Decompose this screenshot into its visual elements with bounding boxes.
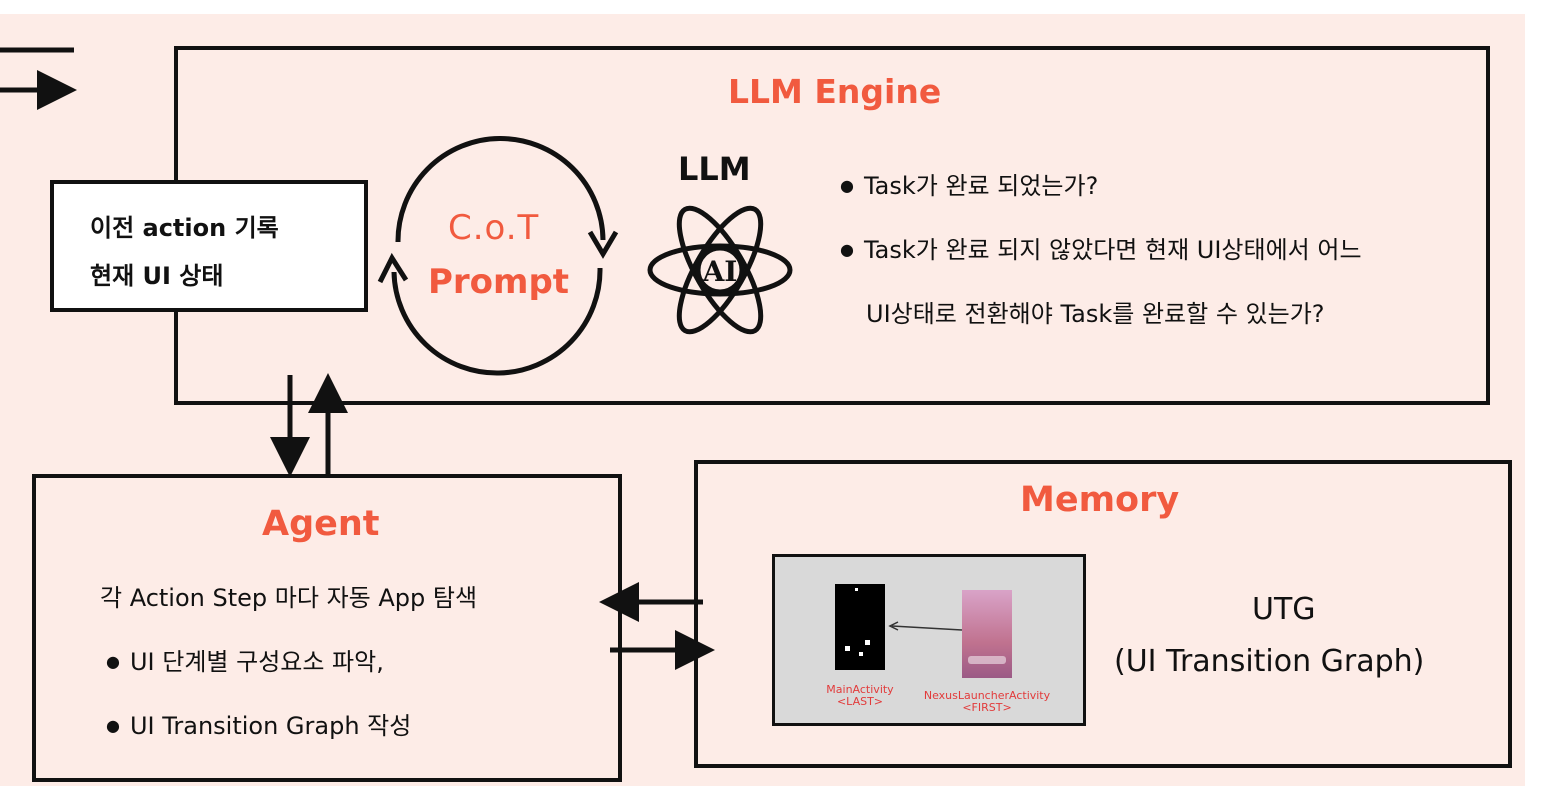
launcher-activity-screen <box>962 590 1012 678</box>
main-activity-name: MainActivity <box>826 683 894 696</box>
cot-cycle-arrowhead-bottom <box>377 252 409 284</box>
screen-dot <box>865 640 870 645</box>
agent-box <box>32 474 622 782</box>
ai-atom-icon <box>647 205 793 335</box>
utg-edge <box>891 625 963 631</box>
engine-bullet-2-continuation: UI상태로 전환해야 Task를 완료할 수 있는가? <box>866 300 1325 328</box>
main-activity-tag: <LAST> <box>836 695 884 708</box>
llm-engine-title: LLM Engine <box>728 72 942 111</box>
launcher-activity-name: NexusLauncherActivity <box>923 689 1051 702</box>
prompt-label: Prompt <box>428 262 570 302</box>
agent-bullet-2: UI Transition Graph 작성 <box>106 706 411 741</box>
cot-label: C.o.T <box>448 208 540 248</box>
memory-title: Memory <box>1020 480 1180 520</box>
launcher-activity-caption: NexusLauncherActivity <FIRST> <box>912 690 1062 714</box>
utg-label: UTG <box>1252 592 1316 627</box>
engine-bullet-2: Task가 완료 되지 않았다면 현재 UI상태에서 어느 <box>840 230 1362 265</box>
launcher-activity-tag: <FIRST> <box>962 701 1012 714</box>
input-state-box <box>50 180 368 312</box>
llm-label: LLM <box>678 150 751 188</box>
cot-cycle-arrowhead-top <box>587 230 619 259</box>
input-line-current-ui: 현재 UI 상태 <box>90 262 224 290</box>
screen-dock <box>968 656 1006 664</box>
cot-cycle-arrow-top <box>395 136 606 243</box>
input-line-previous-actions: 이전 action 기록 <box>90 214 279 242</box>
agent-description: 각 Action Step 마다 자동 App 탐색 <box>100 584 478 612</box>
utg-full-name: (UI Transition Graph) <box>1114 644 1425 679</box>
ai-badge-text: AI <box>702 255 738 288</box>
main-activity-caption: MainActivity <LAST> <box>812 684 908 708</box>
utg-graph-image <box>772 554 1086 726</box>
agent-bullet-1: UI 단계별 구성요소 파악, <box>106 642 384 677</box>
agent-title: Agent <box>262 504 380 544</box>
screen-dot <box>859 652 863 656</box>
utg-edge-head <box>888 621 899 631</box>
cot-cycle-arrow-bottom <box>391 267 603 376</box>
screen-dot <box>855 588 858 591</box>
memory-box <box>694 460 1512 768</box>
screen-dot <box>845 646 850 651</box>
engine-bullet-1: Task가 완료 되었는가? <box>840 166 1098 201</box>
main-activity-screen <box>835 584 885 670</box>
